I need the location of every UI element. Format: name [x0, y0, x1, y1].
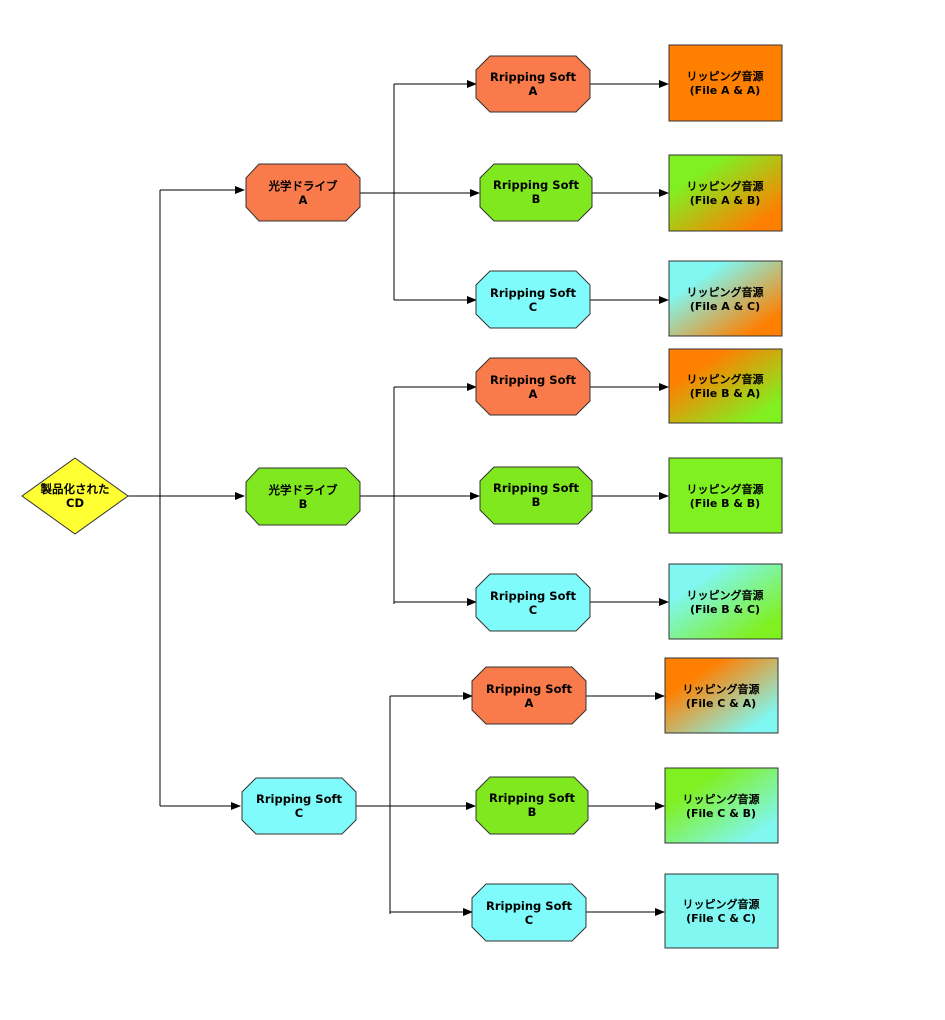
- output-file-b-a-label: リッピング音源: [687, 372, 764, 386]
- stage1-node-c-label: Rripping Soft: [256, 792, 342, 806]
- stage2-node-4-sublabel: A: [529, 387, 538, 401]
- stage2-node-9-sublabel: C: [525, 913, 533, 927]
- stage1-node-c: Rripping Soft C: [241, 777, 357, 835]
- stage2-node-4-label: Rripping Soft: [490, 373, 576, 387]
- output-file-a-c: リッピング音源 (File A & C): [668, 260, 783, 337]
- output-file-a-b-sublabel: (File A & B): [690, 194, 761, 207]
- output-file-a-c-sublabel: (File A & C): [690, 300, 760, 313]
- stage1-node-c-sublabel: C: [295, 806, 303, 820]
- output-file-c-b-sublabel: (File C & B): [686, 807, 756, 820]
- stage2-node-2-sublabel: B: [532, 192, 541, 206]
- output-file-b-c-sublabel: (File B & C): [690, 603, 760, 616]
- stage2-node-8: Rripping Soft B: [475, 776, 589, 835]
- output-file-c-c: リッピング音源 (File C & C): [664, 873, 779, 949]
- output-file-c-c-sublabel: (File C & C): [686, 912, 756, 925]
- stage2-node-8-sublabel: B: [528, 805, 537, 819]
- stage2-node-8-label: Rripping Soft: [489, 791, 575, 805]
- stage2-node-2: Rripping Soft B: [479, 163, 593, 222]
- stage2-node-5-sublabel: B: [532, 495, 541, 509]
- output-file-c-a-sublabel: (File C & A): [686, 697, 756, 710]
- connectors: [128, 80, 669, 916]
- output-file-a-a: リッピング音源 (File A & A): [668, 44, 783, 122]
- output-file-a-a-label: リッピング音源: [687, 69, 764, 83]
- stage1-node-a-label: 光学ドライブ: [268, 179, 338, 193]
- output-file-b-c-label: リッピング音源: [687, 588, 764, 602]
- stage1-node-a-sublabel: A: [299, 193, 308, 207]
- stage2-node-1-label: Rripping Soft: [490, 70, 576, 84]
- output-file-b-a: リッピング音源 (File B & A): [668, 348, 783, 424]
- stage2-node-5: Rripping Soft B: [479, 466, 593, 525]
- output-file-b-b: リッピング音源 (File B & B): [668, 457, 783, 534]
- root-node: 製品化された CD: [21, 457, 129, 535]
- stage2-node-7-label: Rripping Soft: [486, 682, 572, 696]
- output-file-c-a: リッピング音源 (File C & A): [664, 657, 779, 734]
- stage1-node-b: 光学ドライブ B: [245, 467, 361, 526]
- stage2-node-6-label: Rripping Soft: [490, 589, 576, 603]
- output-file-b-b-sublabel: (File B & B): [690, 497, 760, 510]
- stage2-node-3-sublabel: C: [529, 300, 537, 314]
- output-file-a-b-label: リッピング音源: [687, 179, 764, 193]
- stage2-node-7: Rripping Soft A: [471, 666, 587, 725]
- root-node-label: 製品化された: [40, 482, 110, 496]
- stage2-node-9-label: Rripping Soft: [486, 899, 572, 913]
- root-node-sublabel: CD: [66, 496, 84, 510]
- output-file-c-c-label: リッピング音源: [683, 897, 760, 911]
- stage2-node-6: Rripping Soft C: [475, 573, 591, 632]
- stage2-node-3: Rripping Soft C: [475, 270, 591, 329]
- stage2-node-4: Rripping Soft A: [475, 357, 591, 416]
- stage2-node-9: Rripping Soft C: [471, 883, 587, 942]
- stage2-node-2-label: Rripping Soft: [493, 178, 579, 192]
- stage2-node-6-sublabel: C: [529, 603, 537, 617]
- stage2-node-1: Rripping Soft A: [475, 55, 591, 113]
- output-file-c-b-label: リッピング音源: [683, 792, 760, 806]
- stage2-node-7-sublabel: A: [525, 696, 534, 710]
- output-file-b-a-sublabel: (File B & A): [690, 387, 761, 400]
- stage1-node-b-sublabel: B: [299, 497, 308, 511]
- output-file-a-b: リッピング音源 (File A & B): [668, 154, 783, 232]
- output-file-c-b: リッピング音源 (File C & B): [664, 767, 779, 844]
- output-file-a-a-sublabel: (File A & A): [690, 84, 761, 97]
- output-file-b-c: リッピング音源 (File B & C): [668, 563, 783, 640]
- stage1-node-b-label: 光学ドライブ: [268, 483, 338, 497]
- stage2-node-3-label: Rripping Soft: [490, 286, 576, 300]
- output-file-a-c-label: リッピング音源: [687, 285, 764, 299]
- stage2-node-1-sublabel: A: [529, 84, 538, 98]
- output-file-b-b-label: リッピング音源: [687, 482, 764, 496]
- stage1-node-a: 光学ドライブ A: [245, 163, 361, 222]
- stage2-node-5-label: Rripping Soft: [493, 481, 579, 495]
- output-file-c-a-label: リッピング音源: [683, 682, 760, 696]
